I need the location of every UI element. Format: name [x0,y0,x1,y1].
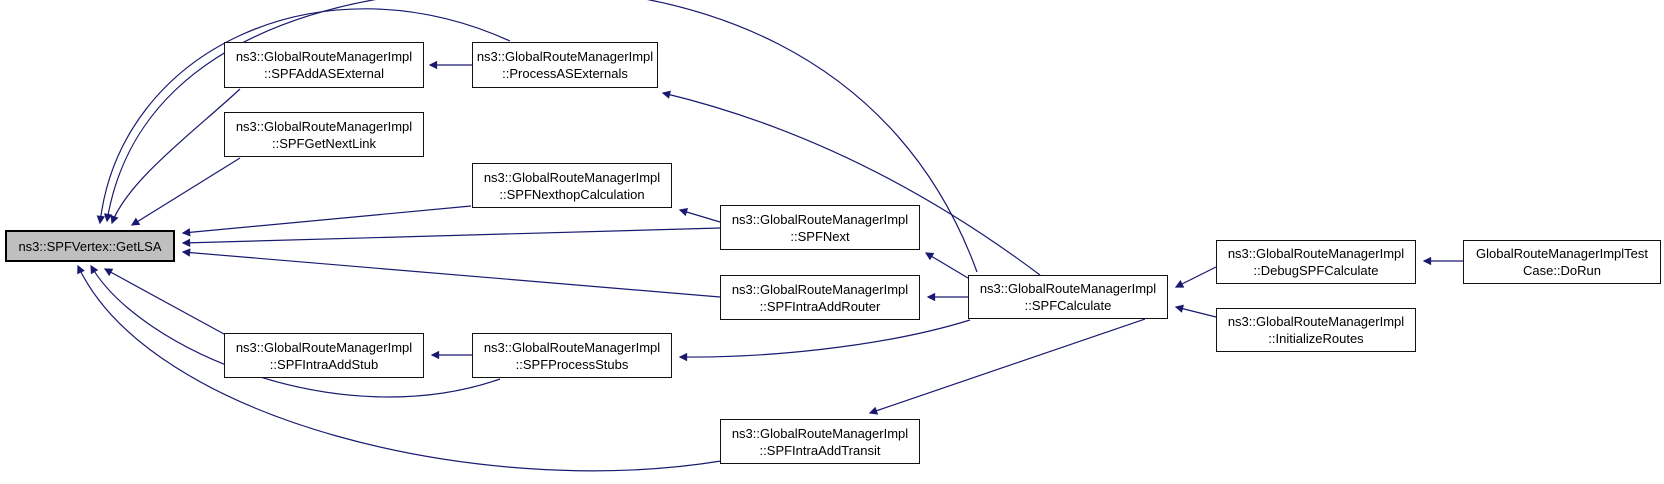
node-label-line: GlobalRouteManagerImplTest [1476,246,1648,261]
edge-spf-calculate-to-process-as-externals [661,90,1041,276]
edge-spf-intra-add-transit-to-getlsa [77,264,722,472]
node-label-line: ns3::GlobalRouteManagerImpl [235,49,413,64]
graph-node-spf-intra-add-stub[interactable]: ns3::GlobalRouteManagerImpl::SPFIntraAdd… [224,333,424,378]
graph-node-getlsa[interactable]: ns3::SPFVertex::GetLSA [5,230,175,262]
edge-process-as-externals-to-getlsa [96,8,511,225]
edge-initialize-routes-to-spf-calculate [1174,304,1217,318]
node-label-line: ns3::GlobalRouteManagerImpl [235,118,413,134]
node-label-line: ns3::GlobalRouteManagerImpl [979,281,1157,296]
node-label-line: ns3::GlobalRouteManagerImpl [1227,314,1405,329]
node-label-line: ns3::GlobalRouteManagerImpl [476,49,654,64]
node-label-line: ::SPFNext [790,228,850,244]
edge-spf-get-next-link-to-getlsa [130,157,241,226]
edge-spf-next-to-spf-nexthop-calculation [678,208,721,223]
graph-node-process-as-externals[interactable]: ns3::GlobalRouteManagerImpl::ProcessASEx… [472,42,658,88]
edge-spf-add-as-external-to-getlsa [110,88,241,225]
edge-debug-spf-calculate-to-spf-calculate [1174,266,1217,288]
node-label-line: ::ProcessASExternals [502,66,628,81]
edge-spf-intra-add-router-to-getlsa [181,248,721,298]
node-label-line: ns3::GlobalRouteManagerImpl [483,169,661,185]
node-label-line: ns3::GlobalRouteManagerImpl [483,339,661,355]
edge-spf-calculate-to-spf-intra-add-transit [868,318,1146,415]
node-label-line: ::SPFIntraAddTransit [759,442,881,458]
graph-node-spf-next[interactable]: ns3::GlobalRouteManagerImpl::SPFNext [720,205,920,250]
graph-node-initialize-routes[interactable]: ns3::GlobalRouteManagerImpl::InitializeR… [1216,308,1416,352]
edge-spf-nexthop-calculation-to-getlsa [181,205,472,237]
edge-spf-intra-add-stub-to-getlsa [103,268,225,335]
edge-spf-calculate-to-getlsa [104,0,978,273]
node-label-line: ::SPFIntraAddRouter [759,298,881,314]
node-label-line: Case::DoRun [1522,263,1602,278]
node-label-line: ns3::SPFVertex::GetLSA [18,238,162,254]
node-label-line: ns3::GlobalRouteManagerImpl [235,339,413,355]
node-label-line: ::SPFNexthopCalculation [499,186,645,202]
node-label-line: ::DebugSPFCalculate [1253,263,1379,278]
edge-spf-next-to-getlsa [181,227,721,247]
edge-group [77,0,1463,472]
node-label-line: ns3::GlobalRouteManagerImpl [731,281,909,297]
graph-node-spf-nexthop-calculation[interactable]: ns3::GlobalRouteManagerImpl::SPFNexthopC… [472,163,672,208]
graph-node-spf-intra-add-router[interactable]: ns3::GlobalRouteManagerImpl::SPFIntraAdd… [720,275,920,320]
node-label-line: ::InitializeRoutes [1268,331,1364,346]
node-label-line: ns3::GlobalRouteManagerImpl [731,425,909,441]
graph-node-spf-add-as-external[interactable]: ns3::GlobalRouteManagerImpl::SPFAddASExt… [224,42,424,88]
graph-node-spf-intra-add-transit[interactable]: ns3::GlobalRouteManagerImpl::SPFIntraAdd… [720,419,920,464]
graph-node-spf-process-stubs[interactable]: ns3::GlobalRouteManagerImpl::SPFProcessS… [472,333,672,378]
edge-spf-calculate-to-spf-process-stubs [678,319,971,362]
edge-spf-calculate-to-spf-next [924,252,969,279]
node-label-line: ::SPFGetNextLink [271,135,377,151]
graph-node-debug-spf-calculate[interactable]: ns3::GlobalRouteManagerImpl::DebugSPFCal… [1216,240,1416,284]
graph-node-spf-calculate[interactable]: ns3::GlobalRouteManagerImpl::SPFCalculat… [968,275,1168,319]
node-label-line: ::SPFCalculate [1024,298,1112,313]
graph-node-spf-get-next-link[interactable]: ns3::GlobalRouteManagerImpl::SPFGetNextL… [224,112,424,157]
node-label-line: ::SPFAddASExternal [264,66,384,81]
node-label-line: ns3::GlobalRouteManagerImpl [731,211,909,227]
node-label-line: ns3::GlobalRouteManagerImpl [1227,246,1405,261]
node-label-line: ::SPFIntraAddStub [269,356,379,372]
node-label-line: ::SPFProcessStubs [515,356,629,372]
